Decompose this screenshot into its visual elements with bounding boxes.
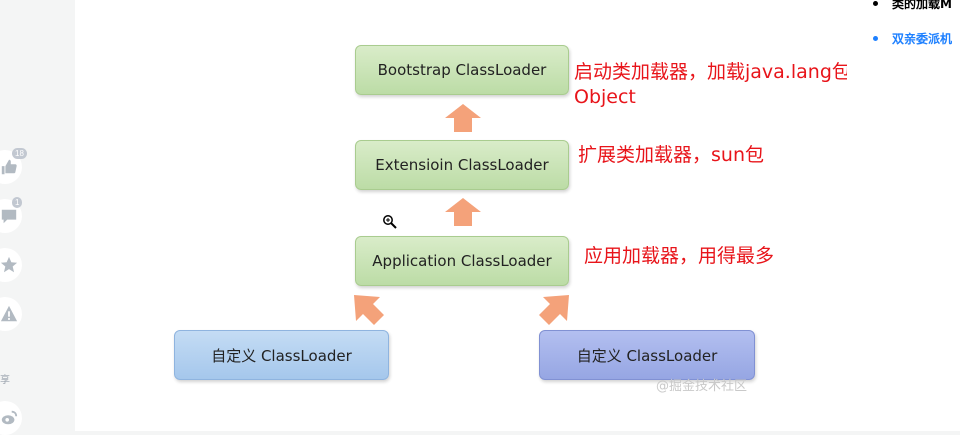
like-count-badge: 18 (12, 148, 27, 159)
custom-classloader-box-right: 自定义 ClassLoader (539, 330, 755, 380)
report-button[interactable] (0, 297, 22, 331)
extension-classloader-box: Extensioin ClassLoader (355, 140, 569, 190)
watermark: @掘金技术社区 (656, 379, 748, 394)
toc-item-parent-delegation[interactable]: 双亲委派机 (892, 32, 953, 46)
bootstrap-annotation-line1: 启动类加载器，加载java.lang包，String (574, 61, 927, 83)
weibo-share-button[interactable] (0, 401, 22, 435)
bootstrap-classloader-box: Bootstrap ClassLoader (355, 45, 569, 95)
left-action-sidebar: 18 1 享 (0, 0, 75, 435)
share-label: 享 (0, 375, 10, 386)
zoom-cursor-icon (383, 215, 397, 229)
star-icon (0, 256, 18, 273)
application-classloader-box: Application ClassLoader (355, 236, 569, 286)
toc-bullet (873, 1, 878, 6)
arrow-diagonal-right (539, 295, 569, 325)
thumbs-up-icon (1, 159, 17, 175)
weibo-icon (1, 410, 18, 425)
extension-annotation: 扩展类加载器，sun包 (578, 144, 764, 166)
warning-icon (0, 305, 18, 322)
favorite-button[interactable] (0, 248, 22, 282)
custom-classloader-box-left: 自定义 ClassLoader (174, 330, 389, 380)
comment-count-badge: 1 (12, 197, 23, 208)
arrow-up-to-bootstrap (445, 104, 481, 132)
table-of-contents: 类的加载M 双亲委派机 (847, 0, 960, 431)
toc-item-class-loading[interactable]: 类的加载M (892, 0, 952, 11)
bootstrap-annotation-line2: Object (574, 86, 636, 108)
comment-icon (1, 209, 17, 224)
toc-bullet (873, 36, 878, 41)
application-annotation: 应用加载器，用得最多 (584, 245, 775, 267)
arrow-up-to-extension (445, 198, 481, 226)
article-content: Bootstrap ClassLoader Extensioin ClassLo… (75, 0, 847, 431)
arrow-diagonal-left (354, 295, 384, 325)
